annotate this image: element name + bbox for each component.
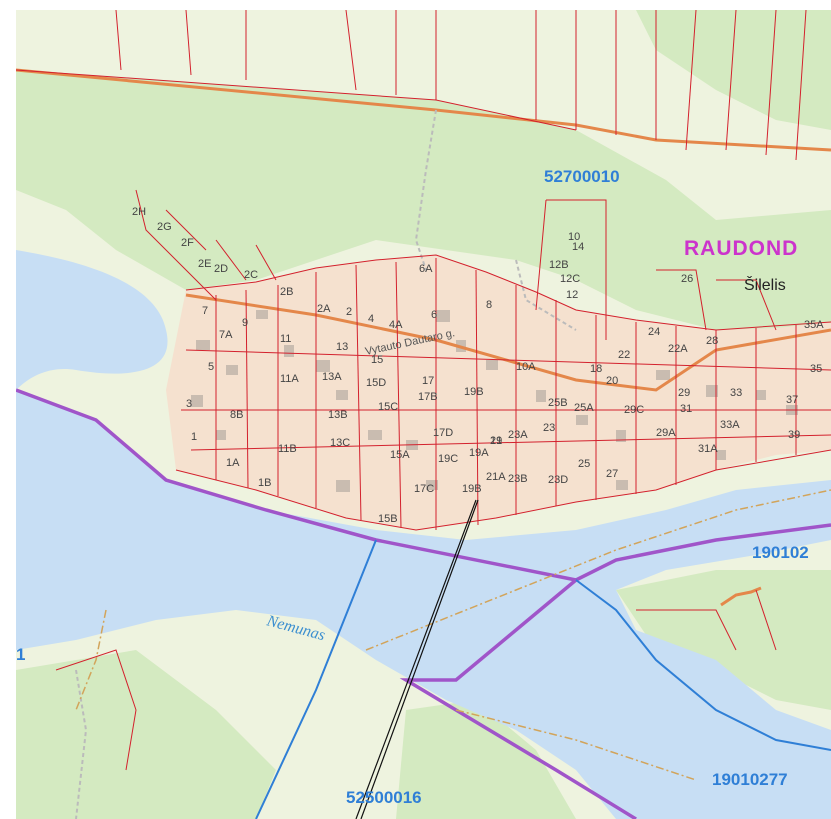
parcel-label: 15A [390,449,410,461]
parcel-label: 17C [414,483,434,495]
parcel-label: 2A [317,303,331,315]
cadastral-code-5: 1 [16,645,25,664]
parcel-label: 23B [508,473,528,485]
cadastral-code-3: 19010277 [712,770,788,789]
parcel-label: 28 [706,335,718,347]
parcel-label: 26 [681,273,693,285]
parcel-label: 33 [730,387,742,399]
parcel-label: 11A [280,373,299,385]
parcel-label: 17 [422,375,434,387]
parcel-label: 23D [548,474,568,486]
parcel-label: 2C [244,269,258,281]
cadastral-code-1: 52700010 [544,167,620,186]
parcel-label: 23 [543,422,555,434]
parcel-label: 35 [810,363,822,375]
parcel-label: 6A [419,263,433,275]
parcel-label: 24 [648,326,660,338]
parcel-label: 31 [680,403,692,415]
parcel-label: 6 [431,309,437,321]
parcel-label: 4 [368,313,374,325]
parcel-label: 37 [786,394,798,406]
parcel-label: 7A [219,329,233,341]
parcel-label: 1B [258,477,271,489]
parcel-label: 20 [606,375,618,387]
parcel-label: 3 [186,398,192,410]
cadastral-code-2: 190102 [752,543,809,562]
parcel-label: 13B [328,409,348,421]
parcel-label: 19B [464,386,484,398]
parcel-label: 1 [191,431,197,443]
parcel-label: 19 [490,435,502,447]
parcel-label: 4A [389,319,403,331]
parcel-label: 25A [574,402,594,414]
parcel-label: 15B [378,513,398,525]
parcel-label: 13C [330,437,350,449]
parcel-label: 18 [590,363,602,375]
parcel-label: 17D [433,427,453,439]
dashed-boundary [75,489,831,781]
parcel-label: 19C [438,453,458,465]
parcel-label: 2E [198,258,211,270]
parcel-label: 23A [508,429,528,441]
parcel-label: 29C [624,404,644,416]
parcel-label: 14 [572,241,584,253]
parcel-label: 39 [788,429,800,441]
parcel-label: 19A [469,447,489,459]
parcel-label: 2B [280,286,293,298]
parcel-label: 21A [486,471,506,483]
paths [75,109,577,819]
parcel-label: 8 [486,299,492,311]
parcel-label: 29A [656,427,676,439]
parcel-label: 17B [418,391,438,403]
place-name-label: RAUDOND [684,237,798,260]
parcel-label: 15 [371,354,383,366]
parcel-label: 2G [157,221,172,233]
parcel-label: 21 [490,435,502,447]
parcel-label: 2H [132,206,146,218]
parcel-label: 25 [578,458,590,470]
locality-label: Šilelis [744,275,786,294]
parcel-label: 35A [804,319,824,331]
cadastral-code-4: 52500016 [346,788,422,807]
parcel-label: 22 [618,349,630,361]
parcel-label: 12 [566,289,578,301]
parcel-label: 5 [208,361,214,373]
parcel-label: 11 [280,333,291,345]
parcel-label: 7 [202,305,208,317]
parcel-label: 22A [668,343,688,355]
parcel-boundaries [16,10,831,771]
parcel-label: 1A [226,457,240,469]
parcel-label: 19B [462,483,482,495]
parcel-label: 10A [516,361,536,373]
parcel-label: 27 [606,468,618,480]
parcel-label: 13A [322,371,342,383]
parcel-label: 12C [560,273,580,285]
parcel-label: 8B [230,409,243,421]
parcel-label: 2F [181,237,194,249]
parcel-label: 15C [378,401,398,413]
parcel-label: 10 [568,231,580,243]
parcel-label: 12B [549,259,569,271]
parcel-label: 33A [720,419,740,431]
parcel-label: 25B [548,397,568,409]
parcel-label: 15D [366,377,386,389]
measure-line [355,499,479,819]
parcel-label: 2D [214,263,228,275]
parcel-label: 31A [698,443,718,455]
parcel-label: 11B [278,443,297,455]
parcel-label: 29 [678,387,690,399]
parcel-label: 13 [336,341,348,353]
map-view[interactable]: RAUDOND Šilelis Nemunas Vytauto Dautaro … [16,10,831,819]
parcel-label: 2 [346,306,352,318]
cadastral-lines [255,539,831,819]
parcel-label: 9 [242,317,248,329]
